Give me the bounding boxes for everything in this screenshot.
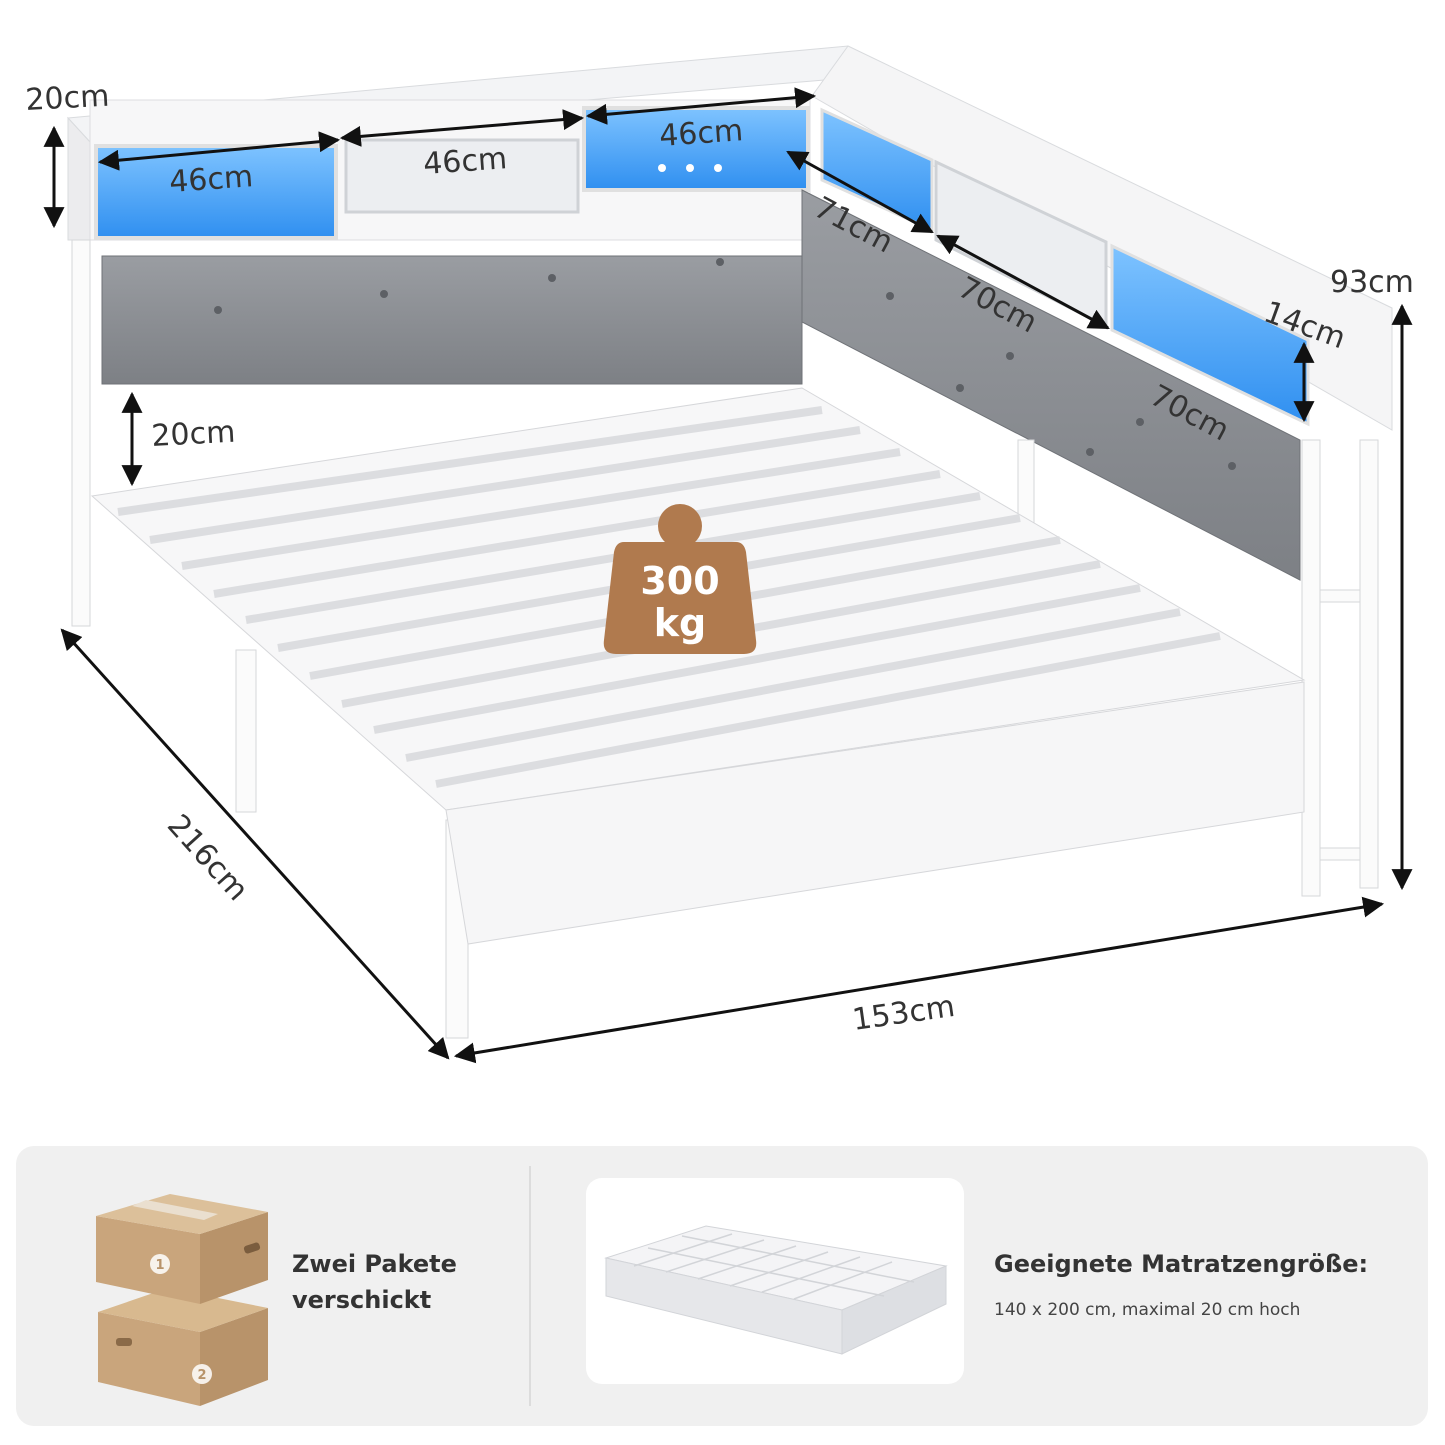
info-panel: 1 2 Zwei Pakete verschickt Geeignete Mat… xyxy=(16,1146,1428,1426)
headboard-side xyxy=(801,189,1301,581)
mattress-icon xyxy=(604,1225,948,1355)
mattress-card xyxy=(586,1178,964,1384)
box-number-2: 2 xyxy=(197,1368,206,1383)
panel-divider xyxy=(529,1166,531,1406)
label-total-height: 93cm xyxy=(1330,265,1414,300)
packages-label: Zwei Pakete verschickt xyxy=(292,1250,457,1314)
mattress-title: Geeignete Matratzengröße: xyxy=(994,1250,1369,1278)
weight-value: 300 xyxy=(640,559,719,603)
led-shelf-side-2 xyxy=(1110,243,1310,427)
label-shelf-width-2: 46cm xyxy=(658,113,744,154)
drawer-middle xyxy=(344,138,580,214)
label-width: 153cm xyxy=(850,989,957,1038)
mattress-size: 140 x 200 cm, maximal 20 cm hoch xyxy=(994,1300,1301,1320)
weight-badge: 300 kg xyxy=(603,504,757,654)
label-under-bed-clearance: 20cm xyxy=(151,415,237,454)
dimension-lines xyxy=(43,87,1413,1064)
shipping-boxes-icon: 1 2 xyxy=(96,1194,268,1406)
label-shelf-height: 20cm xyxy=(25,79,111,118)
label-length: 216cm xyxy=(160,808,255,908)
box-number-1: 1 xyxy=(155,1258,164,1273)
label-drawer-width: 46cm xyxy=(422,141,508,182)
weight-body xyxy=(603,542,757,654)
weight-knob xyxy=(658,504,702,548)
headboard-back xyxy=(101,255,803,385)
label-shelf-width-1: 46cm xyxy=(168,159,254,200)
weight-unit: kg xyxy=(654,601,706,645)
bed-dimension-diagram: 300 kg 20cm 46cm 46cm 46cm 71cm 70cm 70c… xyxy=(25,45,1414,1064)
